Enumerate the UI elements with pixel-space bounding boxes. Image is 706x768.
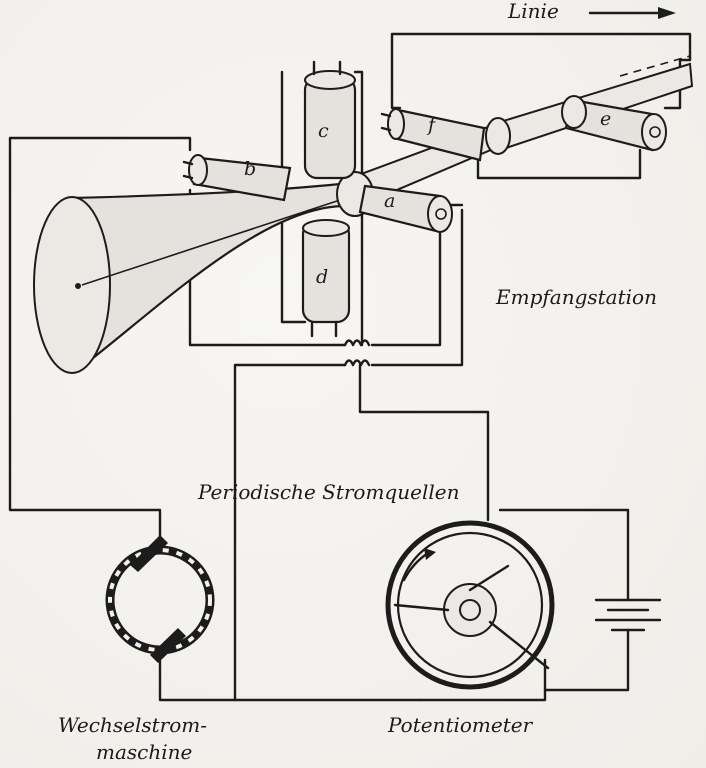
tube-c-label: c bbox=[318, 120, 329, 142]
frame-cd-right bbox=[353, 70, 364, 347]
tube-f-return bbox=[476, 148, 642, 180]
periodic-sources-label: Periodische Stromquellen bbox=[198, 480, 460, 504]
tube-b bbox=[182, 154, 292, 202]
junction-right bbox=[485, 117, 511, 155]
potentiometer bbox=[385, 520, 555, 690]
curved-arrow-icon bbox=[424, 548, 436, 560]
tube-e-joint bbox=[561, 95, 587, 129]
tube-d-cap bbox=[302, 219, 350, 237]
tube-f-label: f bbox=[428, 114, 436, 136]
alternator bbox=[105, 535, 215, 663]
tube-c bbox=[303, 60, 357, 180]
wiring bbox=[8, 32, 692, 702]
potentiometer-contact-left bbox=[393, 603, 450, 612]
potentiometer-label: Potentiometer bbox=[388, 713, 533, 737]
alternator-label-line1: Wechselstrom- bbox=[58, 713, 207, 737]
tube-c-cap bbox=[304, 70, 356, 90]
tube-d-label: d bbox=[316, 266, 329, 288]
common-bus-right bbox=[358, 363, 490, 522]
battery-wire-bottom bbox=[543, 628, 630, 692]
potentiometer-hub-center bbox=[459, 599, 481, 621]
battery bbox=[594, 598, 662, 632]
tube-a-label: a bbox=[384, 190, 396, 212]
tube-e-label: e bbox=[600, 108, 612, 130]
alternator-brush-top bbox=[130, 535, 168, 572]
tube-e-wire bbox=[390, 84, 402, 110]
horn-axis bbox=[81, 199, 341, 286]
tube-f-terminal-2 bbox=[380, 126, 392, 132]
tube-d bbox=[301, 219, 351, 338]
potentiometer-outer-ring bbox=[385, 520, 555, 690]
line-label: Linie bbox=[508, 0, 559, 23]
tube-b-label: b bbox=[244, 158, 257, 180]
tube-a-socket bbox=[435, 208, 447, 220]
horn-mouth bbox=[33, 196, 111, 374]
horn-center-dot bbox=[75, 283, 81, 289]
tube-f-terminal-1 bbox=[380, 112, 392, 118]
alternator-label-line2: maschine bbox=[96, 740, 193, 764]
alternator-wire-bottom bbox=[158, 658, 422, 702]
tube-e bbox=[561, 95, 667, 152]
tube-b-cap bbox=[188, 154, 208, 186]
tube-a-wire-2 bbox=[370, 208, 464, 367]
line-wire bbox=[390, 32, 692, 88]
tube-b-terminal-2 bbox=[182, 174, 194, 180]
tube-e-socket bbox=[649, 126, 661, 138]
pipe-dashes bbox=[619, 55, 691, 77]
frame-cd-left bbox=[280, 70, 307, 324]
alternator-ring-pattern bbox=[108, 548, 212, 652]
tube-e-cap bbox=[641, 113, 667, 151]
alternator-brush-bottom bbox=[150, 628, 186, 663]
tube-f bbox=[380, 108, 486, 162]
potentiometer-wire-bottom bbox=[418, 658, 547, 702]
tube-a-cap bbox=[427, 195, 453, 233]
alternator-wire-left bbox=[8, 136, 192, 547]
tube-c-body bbox=[303, 76, 357, 180]
common-bus-left bbox=[233, 363, 347, 702]
potentiometer-contact-top bbox=[468, 564, 510, 592]
crossover-hops bbox=[343, 339, 371, 367]
potentiometer-contact-bottom bbox=[488, 620, 550, 670]
tube-b-terminal-1 bbox=[182, 160, 194, 166]
battery-wire-top bbox=[498, 508, 630, 602]
tube-a bbox=[358, 184, 464, 234]
receiving-station-label: Empfangstation bbox=[496, 285, 657, 309]
horn bbox=[33, 182, 347, 375]
tube-f-cap bbox=[387, 108, 405, 140]
tube-a-wire-1 bbox=[370, 223, 442, 347]
right-arrow-icon bbox=[588, 7, 676, 19]
